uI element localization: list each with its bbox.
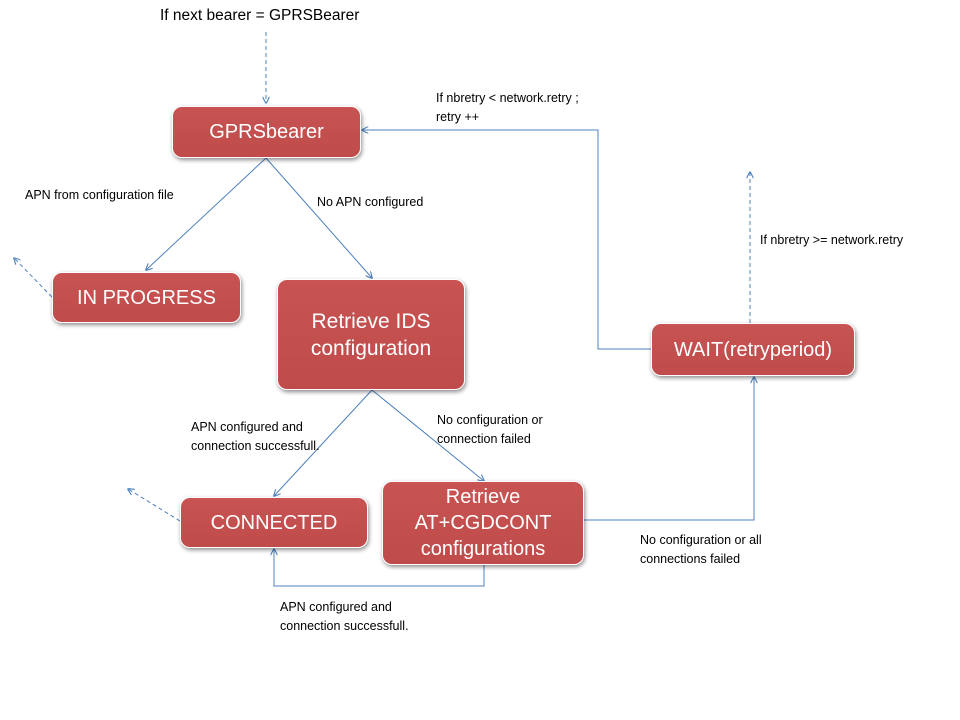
arrow-inprogress-exit xyxy=(14,258,53,298)
state-wait-retryperiod: WAIT(retryperiod) xyxy=(651,323,855,376)
arrow-at-to-wait xyxy=(583,377,754,521)
label-at-connection-success: APN configured and connection successful… xyxy=(280,600,409,633)
entry-condition-label: If next bearer = GPRSBearer xyxy=(160,7,360,24)
label-at-all-connections-failed: No configuration or all connections fail… xyxy=(640,533,762,566)
state-retrieve-ids-configuration: Retrieve IDS configuration xyxy=(277,279,465,390)
state-connected: CONNECTED xyxy=(180,497,368,548)
label-ids-connection-failed: No configuration or connection failed xyxy=(437,413,543,446)
arrow-at-to-connected xyxy=(274,549,485,587)
arrow-connected-exit xyxy=(128,489,181,522)
arrow-ids-to-connected xyxy=(274,389,373,496)
label-ids-connection-success: APN configured and connection successful… xyxy=(191,420,320,453)
state-retrieve-at-cgdcont-configurations: Retrieve AT+CGDCONT configurations xyxy=(382,481,584,565)
label-apn-from-configuration-file: APN from configuration file xyxy=(25,188,174,202)
arrow-ids-to-at xyxy=(371,389,484,481)
label-no-apn-configured: No APN configured xyxy=(317,195,424,209)
label-retry-exhausted: If nbretry >= network.retry xyxy=(760,233,904,247)
arrow-gprs-to-inprogress xyxy=(146,157,267,270)
label-retry-condition: If nbretry < network.retry ; retry ++ xyxy=(436,91,579,124)
arrow-gprs-to-ids xyxy=(265,157,372,278)
state-gprs-bearer: GPRSbearer xyxy=(172,106,361,158)
arrow-wait-to-gprs xyxy=(362,130,652,350)
state-in-progress: IN PROGRESS xyxy=(52,272,241,323)
